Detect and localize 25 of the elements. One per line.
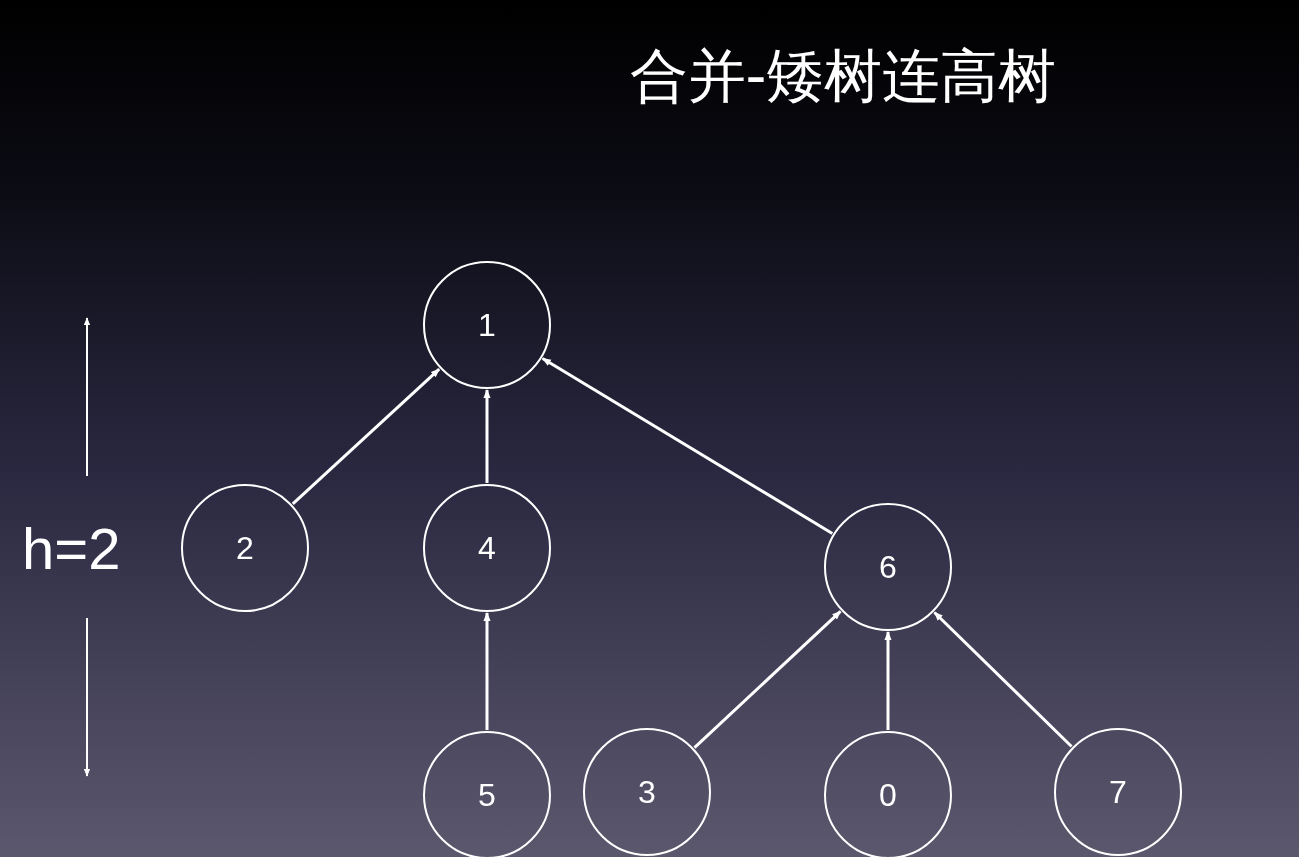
tree-node-circle	[583, 728, 711, 856]
arrow	[483, 612, 491, 730]
arrow	[693, 610, 842, 749]
node-number: 4	[478, 529, 496, 567]
node-number: 6	[879, 548, 897, 586]
arrow	[933, 611, 1073, 748]
tree-node-circle	[181, 484, 309, 612]
arrow	[291, 367, 441, 506]
node-number: 2	[236, 529, 254, 567]
arrow	[541, 357, 834, 535]
height-label: h=2	[22, 515, 121, 582]
node-number: 3	[638, 773, 656, 811]
tree-node-circle	[824, 731, 952, 857]
node-number: 7	[1109, 773, 1127, 811]
tree-node-circle	[423, 261, 551, 389]
tree-node-circle	[423, 484, 551, 612]
tree-node-circle	[824, 503, 952, 631]
tree-node-circle	[1054, 728, 1182, 856]
title: 合并-矮树连高树	[629, 41, 1057, 112]
arrow	[483, 389, 491, 483]
tree-node-circle	[423, 731, 551, 857]
arrow	[884, 631, 892, 730]
node-number: 5	[478, 776, 496, 814]
node-number: 1	[478, 306, 496, 344]
node-number: 0	[879, 776, 897, 814]
